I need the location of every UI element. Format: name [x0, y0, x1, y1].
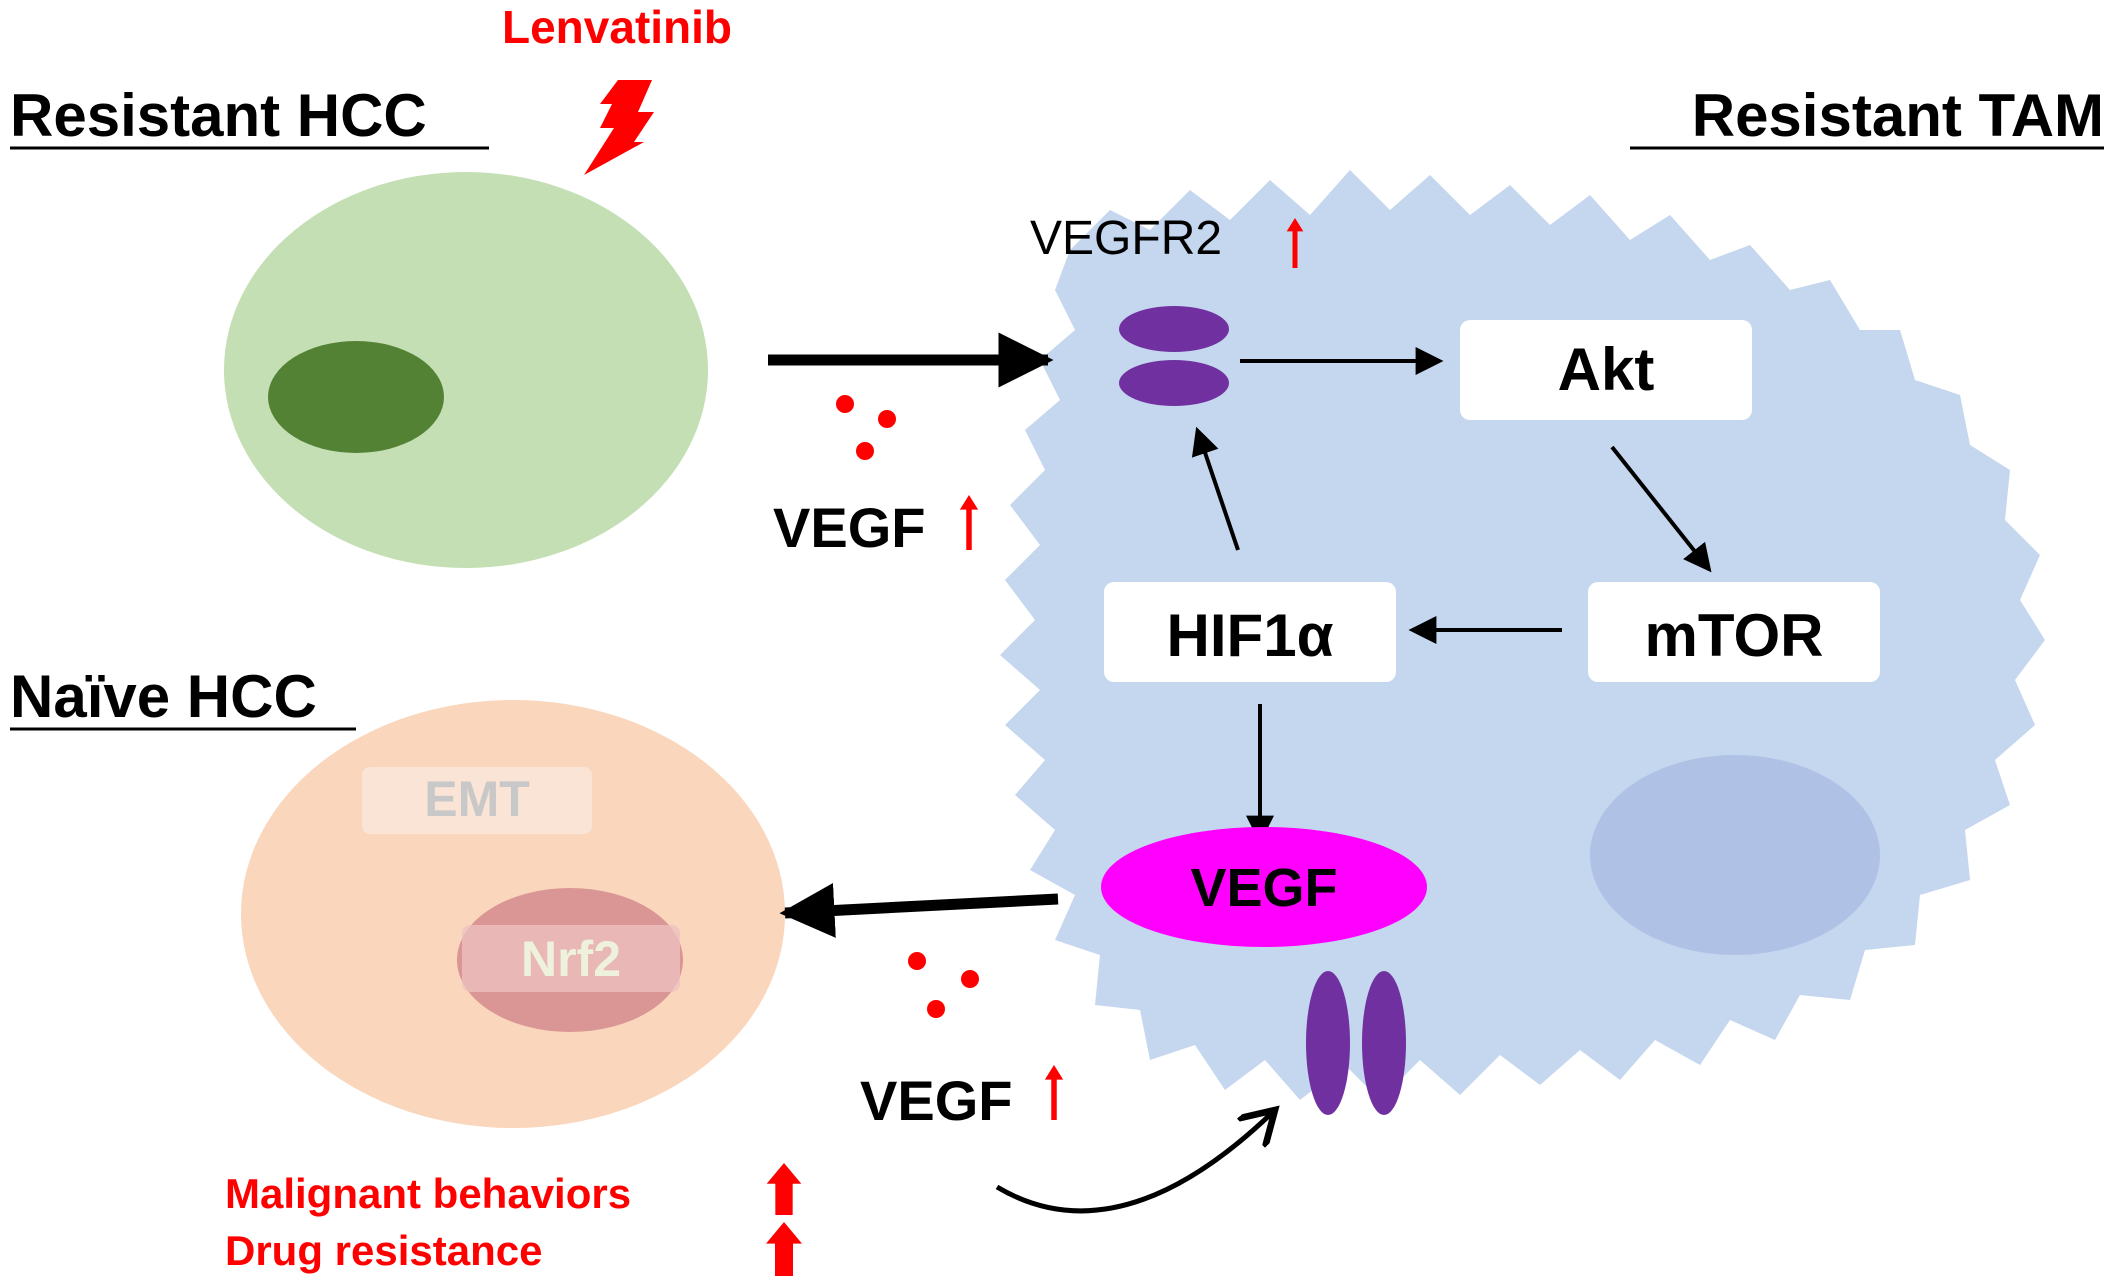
mtor-label: mTOR — [1645, 602, 1824, 669]
vegf-secreted-bottom-label: VEGF — [860, 1069, 1012, 1132]
resistant-hcc-cell — [224, 172, 708, 568]
vegf-top-up-arrow-icon — [959, 495, 979, 550]
nrf2-marker-box — [462, 925, 680, 992]
resistant-tam-title: Resistant TAM — [1692, 82, 2104, 149]
lenvatinib-label: Lenvatinib — [502, 1, 732, 53]
akt-to-mtor-arrow — [1610, 445, 1712, 573]
vegf-intracellular — [1101, 827, 1427, 947]
vegfr2-label: VEGFR2 — [1030, 212, 1222, 265]
akt-box — [1460, 320, 1752, 420]
naive-hcc-title: Naïve HCC — [10, 663, 317, 730]
vegf-vesicles-bottom — [908, 952, 979, 1018]
vegf-intracellular-label: VEGF — [1190, 858, 1337, 918]
nrf2-label: Nrf2 — [521, 931, 621, 987]
vegfr2-receptor-lower — [1119, 360, 1229, 406]
autocrine-curved-arrow — [995, 1110, 1275, 1214]
tam-nucleus — [1590, 755, 1880, 955]
vegf-vesicles-top — [836, 395, 896, 460]
hif1a-label: HIF1α — [1167, 602, 1334, 669]
emt-marker-box — [362, 767, 592, 834]
outcome-drug-resistance: Drug resistance — [225, 1227, 542, 1274]
drug-resistance-up-arrow-icon — [766, 1222, 802, 1276]
emt-label: EMT — [424, 771, 530, 827]
akt-label: Akt — [1558, 336, 1655, 403]
vegfr2-receptor-bottom-left — [1306, 971, 1350, 1115]
malignant-up-arrow-icon — [766, 1163, 802, 1215]
hif1a-to-vegfr2-arrow — [1191, 426, 1240, 551]
vegf-secreted-top-label: VEGF — [773, 496, 925, 559]
outcome-malignant-behaviors: Malignant behaviors — [225, 1170, 631, 1217]
vegf-bottom-up-arrow-icon — [1044, 1065, 1064, 1120]
resistant-hcc-title: Resistant HCC — [10, 82, 427, 149]
mtor-box — [1588, 582, 1880, 682]
vegfr2-receptor-bottom-right — [1362, 971, 1406, 1115]
resistant-hcc-nucleus — [268, 341, 444, 453]
lightning-bolt-icon — [584, 80, 654, 175]
vegf-to-naive-hcc-arrow — [779, 883, 1059, 938]
vegfr2-receptor-upper — [1119, 306, 1229, 352]
hif1a-box — [1104, 582, 1396, 682]
